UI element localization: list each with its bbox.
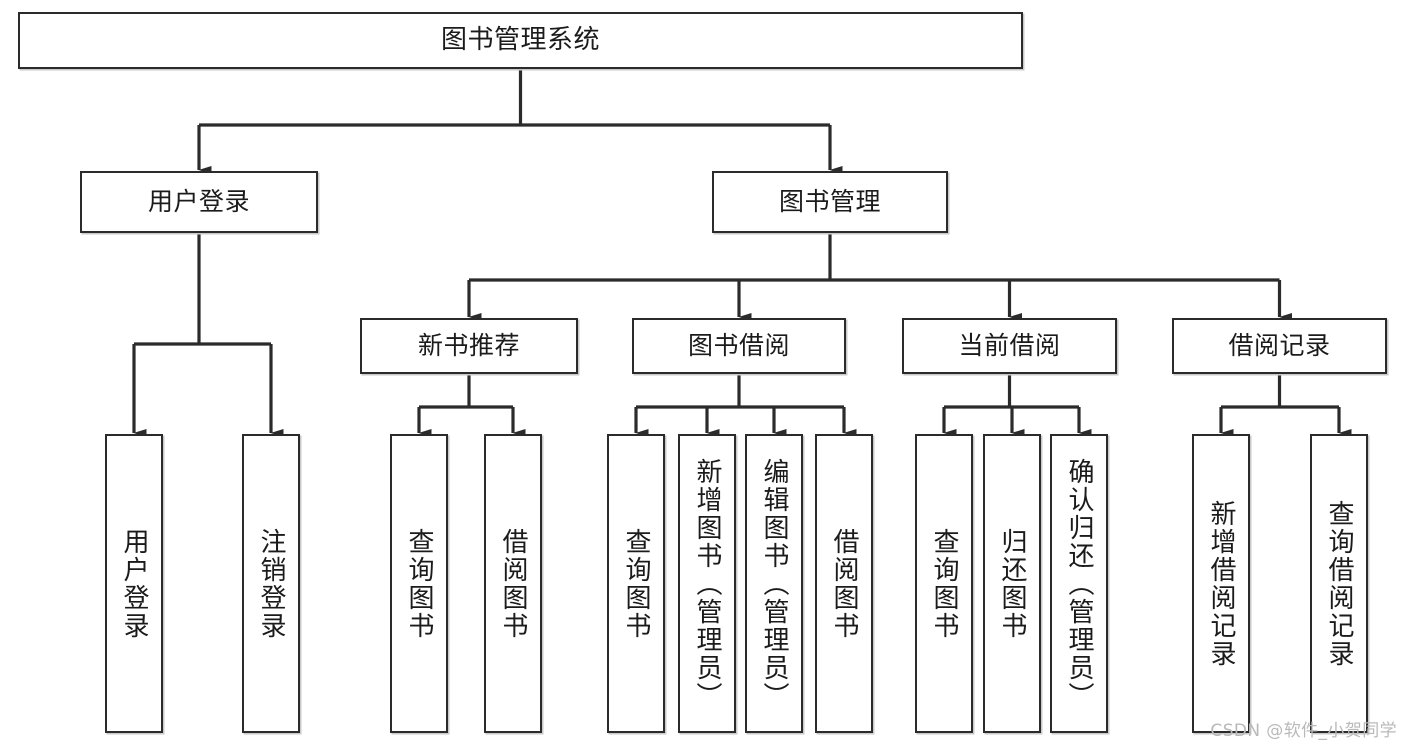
node-leaf-add-book-admin[interactable]: 新增图书（管理员） (678, 434, 736, 733)
node-label: 新增图书（管理员） (692, 457, 723, 710)
node-label: 图书借阅 (687, 331, 790, 361)
node-borrow-record[interactable]: 借阅记录 (1172, 318, 1387, 374)
node-book-manage[interactable]: 图书管理 (712, 171, 948, 233)
node-new-book-recommend[interactable]: 新书推荐 (360, 318, 578, 374)
node-leaf-add-borrow-record[interactable]: 新增借阅记录 (1192, 434, 1250, 733)
node-leaf-user-login[interactable]: 用户登录 (105, 434, 163, 733)
node-label: 图书管理 (778, 187, 881, 217)
node-label: 借阅图书 (829, 527, 860, 640)
node-label: 编辑图书（管理员） (759, 457, 790, 710)
node-leaf-query-book-3[interactable]: 查询图书 (915, 434, 973, 733)
node-leaf-borrow-book-1[interactable]: 借阅图书 (484, 434, 542, 733)
node-leaf-logout[interactable]: 注销登录 (242, 434, 300, 733)
node-label: 新增借阅记录 (1206, 499, 1237, 668)
node-leaf-query-borrow-record[interactable]: 查询借阅记录 (1310, 434, 1368, 733)
node-label: 查询图书 (621, 527, 652, 640)
node-leaf-query-book-1[interactable]: 查询图书 (390, 434, 448, 733)
node-leaf-borrow-book-2[interactable]: 借阅图书 (815, 434, 873, 733)
node-label: 查询图书 (404, 527, 435, 640)
node-label: 查询借阅记录 (1324, 499, 1355, 668)
node-label: 新书推荐 (417, 331, 520, 361)
node-label: 查询图书 (929, 527, 960, 640)
node-label: 图书管理系统 (440, 25, 600, 56)
node-label: 确认归还（管理员） (1064, 457, 1095, 710)
node-leaf-return-book[interactable]: 归还图书 (983, 434, 1041, 733)
node-leaf-query-book-2[interactable]: 查询图书 (607, 434, 665, 733)
node-current-borrow[interactable]: 当前借阅 (902, 318, 1117, 374)
node-root[interactable]: 图书管理系统 (18, 12, 1023, 69)
node-label: 归还图书 (997, 527, 1028, 640)
node-leaf-confirm-return-admin[interactable]: 确认归还（管理员） (1050, 434, 1108, 733)
node-label: 当前借阅 (958, 331, 1061, 361)
node-user-login[interactable]: 用户登录 (80, 171, 318, 233)
node-label: 借阅图书 (498, 527, 529, 640)
watermark-text: CSDN @软件_小贺同学 (1210, 721, 1397, 741)
node-label: 借阅记录 (1228, 331, 1331, 361)
node-leaf-edit-book-admin[interactable]: 编辑图书（管理员） (745, 434, 803, 733)
node-label: 用户登录 (119, 527, 150, 640)
node-label: 注销登录 (256, 527, 287, 640)
node-label: 用户登录 (147, 187, 250, 217)
node-book-borrow[interactable]: 图书借阅 (632, 318, 846, 374)
